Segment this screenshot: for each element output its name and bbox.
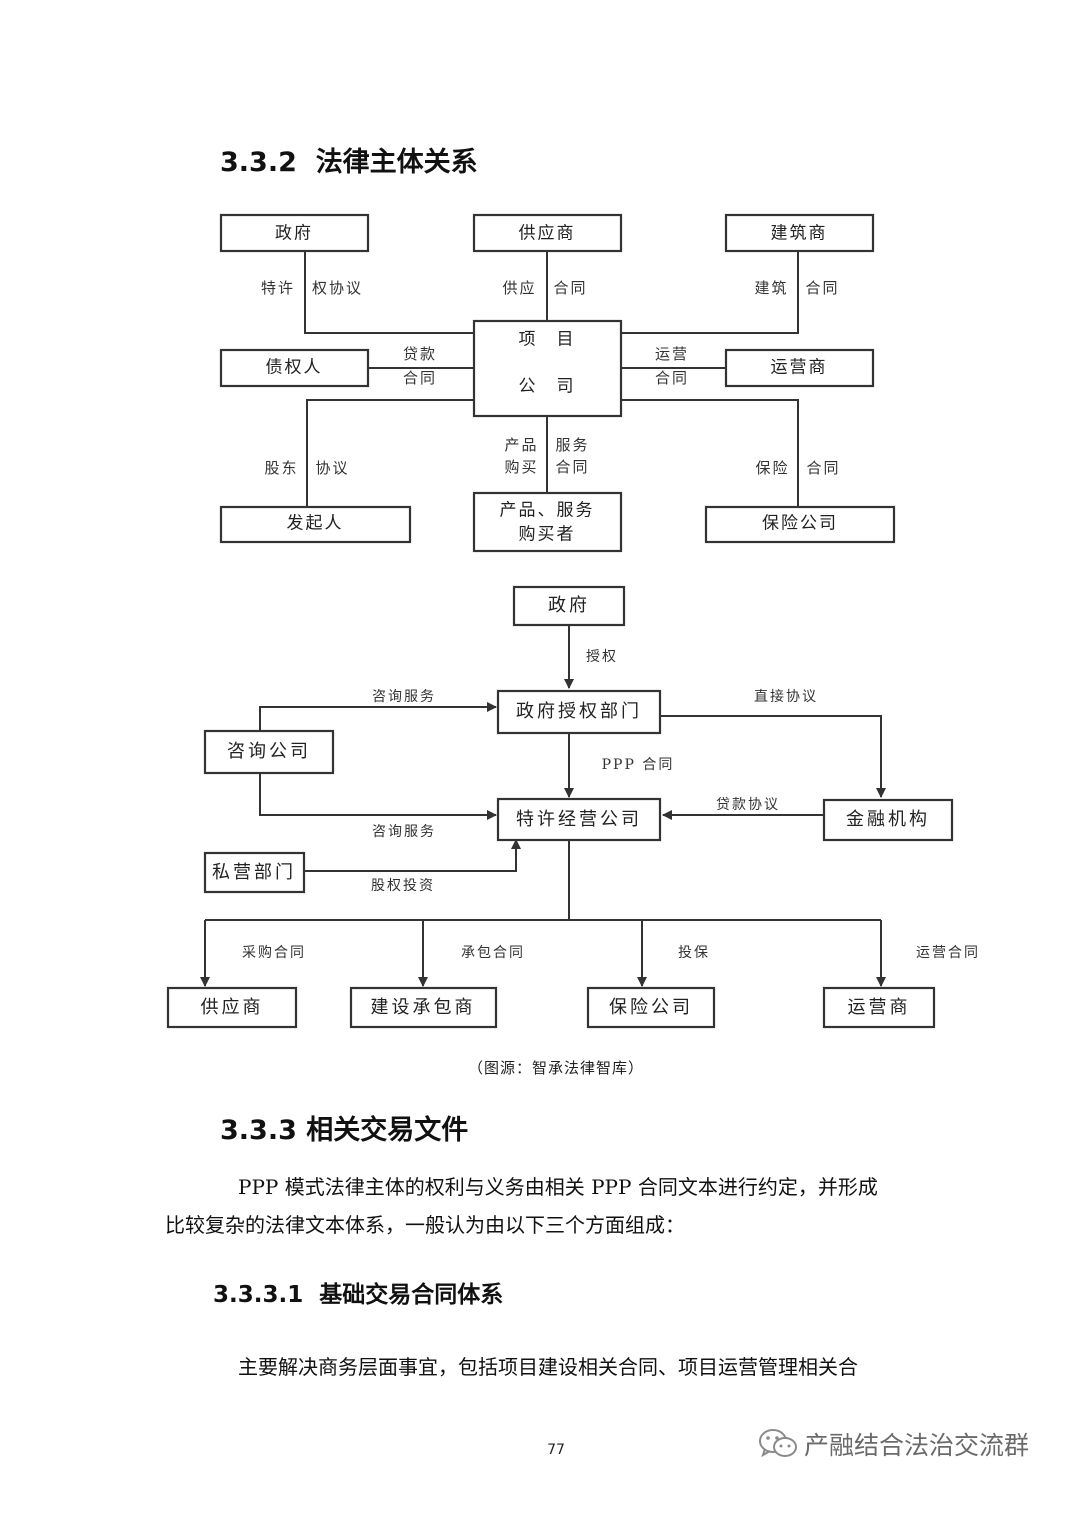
section-heading-3-3-3-1: 3.3.3.1 基础交易合同体系 <box>213 1275 503 1309</box>
page-number: 77 <box>547 1442 565 1458</box>
section-title: 基础交易合同体系 <box>319 1282 504 1308</box>
label-private: 私营部门 <box>212 862 296 883</box>
label-buyer-line1: 产品、服务 <box>500 501 595 521</box>
label-loan-line2: 合同 <box>403 369 437 387</box>
label-gov-dept: 政府授权部门 <box>516 701 642 722</box>
paragraph-line: 比较复杂的法律文本体系，一般认为由以下三个方面组成： <box>165 1213 685 1237</box>
label-government-2: 政府 <box>548 595 590 616</box>
label-supplier: 供应商 <box>519 224 576 244</box>
box-operator <box>724 348 875 388</box>
paragraph-line: PPP 模式法律主体的权利与义务由相关 PPP 合同文本进行约定，并形成 <box>238 1175 878 1199</box>
label-government: 政府 <box>275 224 313 244</box>
section-heading-3-3-3: 3.3.3 相关交易文件 <box>220 1108 468 1147</box>
label-loan-agreement: 贷款协议 <box>716 797 780 813</box>
label-project-line1: 项 目 <box>519 330 576 350</box>
box-consulting <box>203 729 335 775</box>
label-builder: 建筑商 <box>771 224 828 244</box>
box-buyer <box>472 491 623 553</box>
box-project-company <box>472 319 623 418</box>
label-equity: 股权投资 <box>371 878 435 894</box>
box-government-2 <box>512 585 626 627</box>
diagram-franchise-company: 政府 政府授权部门 咨询公司 特许经营公司 金融机构 私营部门 供应商 建设承包… <box>166 585 980 1029</box>
label-insurer-2: 保险公司 <box>609 997 693 1018</box>
watermark-text: 产融结合法治交流群 <box>804 1431 1030 1460</box>
label-construction-contract: 建筑 合同 <box>754 279 839 297</box>
label-consulting: 咨询公司 <box>227 741 311 762</box>
label-franchise-company: 特许经营公司 <box>516 809 642 830</box>
box-franchise-company <box>496 797 662 842</box>
box-financial <box>822 798 954 842</box>
paragraph-line: 主要解决商务层面事宜，包括项目建设相关合同、项目运营管理相关合 <box>238 1355 858 1379</box>
label-consulting-top: 咨询服务 <box>372 689 436 705</box>
label-project-line2: 公 司 <box>519 377 576 397</box>
label-operator-2: 运营商 <box>848 997 911 1018</box>
box-government <box>219 213 370 253</box>
section-number: 3.3.2 <box>220 147 297 178</box>
box-creditor <box>219 348 370 388</box>
label-loan-line1: 贷款 <box>403 345 437 363</box>
label-consulting-bottom: 咨询服务 <box>372 824 436 840</box>
box-operator-2 <box>822 986 936 1029</box>
wechat-icon <box>759 1429 797 1458</box>
label-franchise-agreement: 特许 权协议 <box>261 279 363 297</box>
box-builder <box>724 213 875 253</box>
box-insurer <box>704 505 896 544</box>
figure-caption: （图源：智承法律智库） <box>467 1059 644 1077</box>
label-direct-agreement: 直接协议 <box>754 688 818 705</box>
label-operation-line2: 合同 <box>655 369 689 387</box>
label-financial: 金融机构 <box>846 809 930 830</box>
section-number: 3.3.3 <box>220 1115 297 1146</box>
label-subcontract: 承包合同 <box>461 945 525 961</box>
label-supply-contract: 供应 合同 <box>502 279 587 297</box>
label-ppp-contract: PPP 合同 <box>602 757 675 773</box>
diagram-project-company: 政府 供应商 建筑商 债权人 项 目 公 司 运营商 发起人 产品、服务 购买者… <box>219 213 896 553</box>
box-sponsor <box>219 505 412 544</box>
box-insurer-2 <box>586 986 716 1029</box>
label-operation-contract: 运营合同 <box>916 945 980 961</box>
box-contractor <box>349 986 498 1029</box>
label-insurance-contract: 保险 合同 <box>755 459 840 477</box>
label-purchase-line1: 产品 服务 <box>504 436 589 454</box>
label-contractor: 建设承包商 <box>371 997 476 1018</box>
label-insurance: 投保 <box>678 945 710 961</box>
label-shareholder-agreement: 股东 协议 <box>264 459 349 477</box>
box-gov-dept <box>496 689 662 735</box>
box-private <box>203 851 306 894</box>
watermark: 产融结合法治交流群 <box>758 1422 1029 1466</box>
label-buyer-line2: 购买者 <box>519 525 576 545</box>
section-number: 3.3.3.1 <box>213 1282 304 1308</box>
label-purchase-line2: 购买 合同 <box>504 458 589 476</box>
section-title: 相关交易文件 <box>306 1115 469 1146</box>
label-insurer: 保险公司 <box>762 514 838 534</box>
label-operator: 运营商 <box>771 358 828 378</box>
label-sponsor: 发起人 <box>287 514 344 534</box>
section-title: 法律主体关系 <box>315 147 478 178</box>
box-supplier-2 <box>166 986 298 1029</box>
label-creditor: 债权人 <box>266 358 323 378</box>
label-operation-line1: 运营 <box>655 345 689 363</box>
label-supplier-2: 供应商 <box>201 997 264 1018</box>
label-authorize: 授权 <box>586 649 618 665</box>
label-purchase-contract: 采购合同 <box>242 945 306 961</box>
box-supplier <box>472 213 623 253</box>
section-heading-3-3-2: 3.3.2 法律主体关系 <box>220 140 478 179</box>
